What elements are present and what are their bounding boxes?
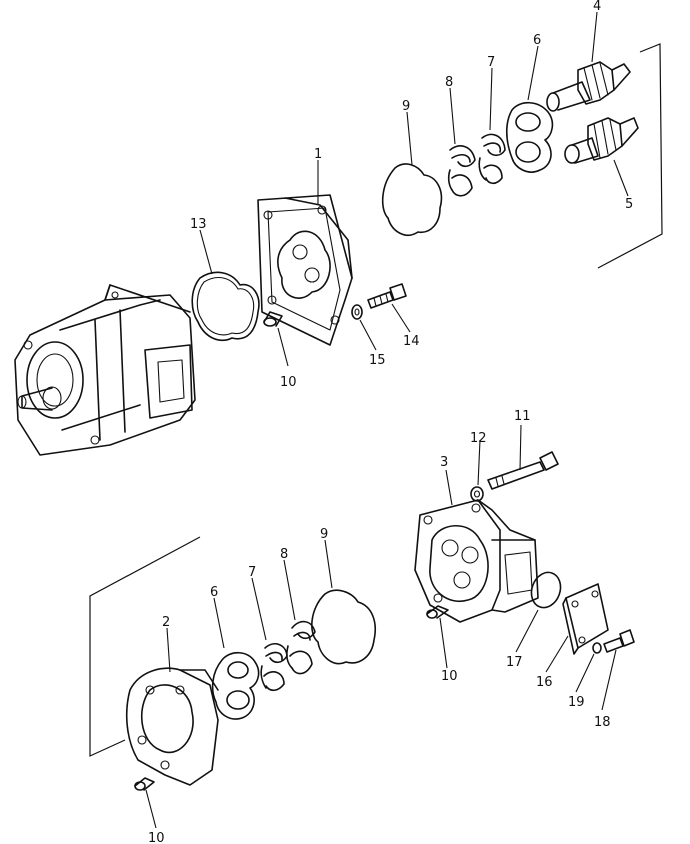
callout-16: 16 [536,675,553,690]
callout-19: 19 [568,695,585,710]
callout-9-lower: 9 [320,527,328,542]
seal-9-upper [381,163,443,236]
washer-15 [351,304,363,320]
callout-15: 15 [369,353,386,368]
callout-labels: 1 2 3 4 5 6 6 7 7 8 8 9 9 10 10 10 11 12… [148,0,633,844]
callout-6-lower: 6 [210,585,218,600]
snap-ring-7-upper [478,133,506,185]
callout-4: 4 [593,0,601,14]
dowel-pin-10-right [426,605,449,619]
callout-1: 1 [314,147,322,162]
bolt-18 [603,629,635,653]
callout-11: 11 [514,409,531,424]
snap-ring-7-lower [260,643,288,692]
washer-12 [470,486,484,502]
callout-2: 2 [162,615,170,630]
cover-plate-1 [257,194,353,346]
callout-7-upper: 7 [487,55,495,70]
callout-12: 12 [470,431,487,446]
callout-8-upper: 8 [445,75,453,90]
callout-10-lower: 10 [148,831,165,844]
snap-ring-8-lower [286,620,316,675]
bracket-lower-group [89,536,201,757]
seal-9-lower [311,589,376,665]
callout-13: 13 [190,217,207,232]
o-ring-17 [530,571,562,609]
callout-3: 3 [440,455,448,470]
callout-7-lower: 7 [248,565,256,580]
washer-19 [592,642,602,654]
snap-ring-8-upper [447,145,476,197]
long-bolt-11 [487,451,559,490]
bushing-6-lower [211,651,260,720]
end-housing-3 [414,499,539,623]
callout-5: 5 [625,197,633,212]
gear-shaft-4 [546,61,631,112]
bushing-6-upper [505,101,554,173]
dowel-pin-10-lower [134,777,155,791]
callout-18: 18 [594,715,611,730]
cover-plate-16 [562,583,609,655]
callout-10-right: 10 [441,669,458,684]
gear-shaft-5 [564,117,639,164]
callout-9-upper: 9 [402,99,410,114]
callout-10-upper: 10 [280,375,297,390]
callout-8-lower: 8 [280,547,288,562]
gasket-13 [191,271,260,342]
gear-housing-2 [125,667,219,786]
leader-lines [145,11,629,829]
callout-14: 14 [403,334,420,349]
callout-6-upper: 6 [533,33,541,48]
callout-17: 17 [506,655,523,670]
bracket-upper-group [597,43,663,269]
pump-body [14,284,196,456]
bolt-14 [367,283,407,309]
